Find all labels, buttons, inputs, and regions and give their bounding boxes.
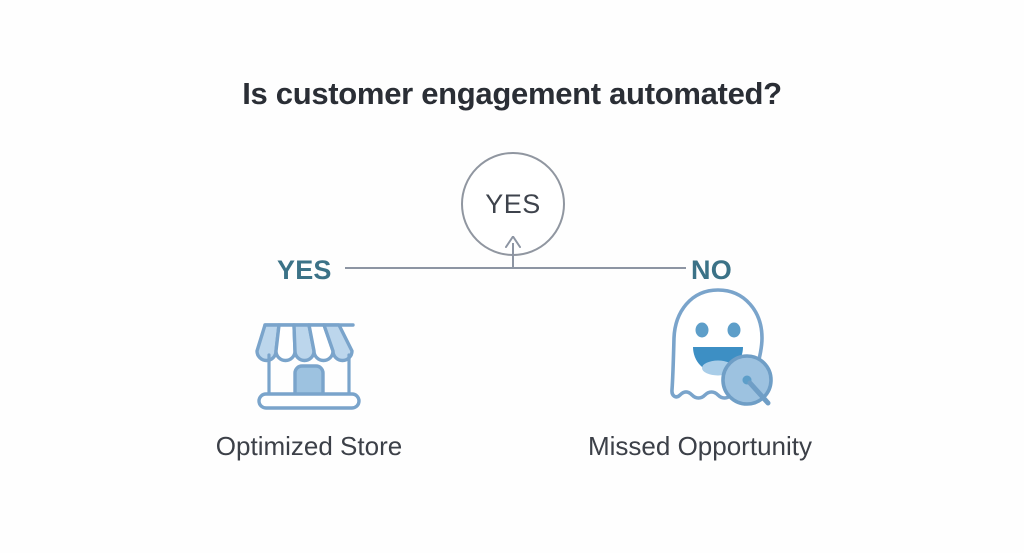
connector-horizontal-line <box>345 267 686 269</box>
branch-label-no: NO <box>691 255 732 285</box>
decision-node-root: YES <box>461 152 565 256</box>
storefront-icon <box>255 323 361 410</box>
ghost-eye-left <box>695 322 709 338</box>
branch-label-yes: YES <box>277 255 332 285</box>
ghost-eye-right <box>727 322 741 338</box>
diagram-title: Is customer engagement automated? <box>242 76 782 111</box>
ghost-icon <box>670 288 773 406</box>
outcome-caption-optimized-store: Optimized Store <box>215 431 403 461</box>
magnifier-icon <box>721 354 773 406</box>
arrow-up-icon <box>505 236 521 248</box>
outcome-caption-missed-opportunity: Missed Opportunity <box>588 431 812 461</box>
connector-vertical-stem <box>512 243 514 268</box>
decision-node-label: YES <box>485 188 541 219</box>
